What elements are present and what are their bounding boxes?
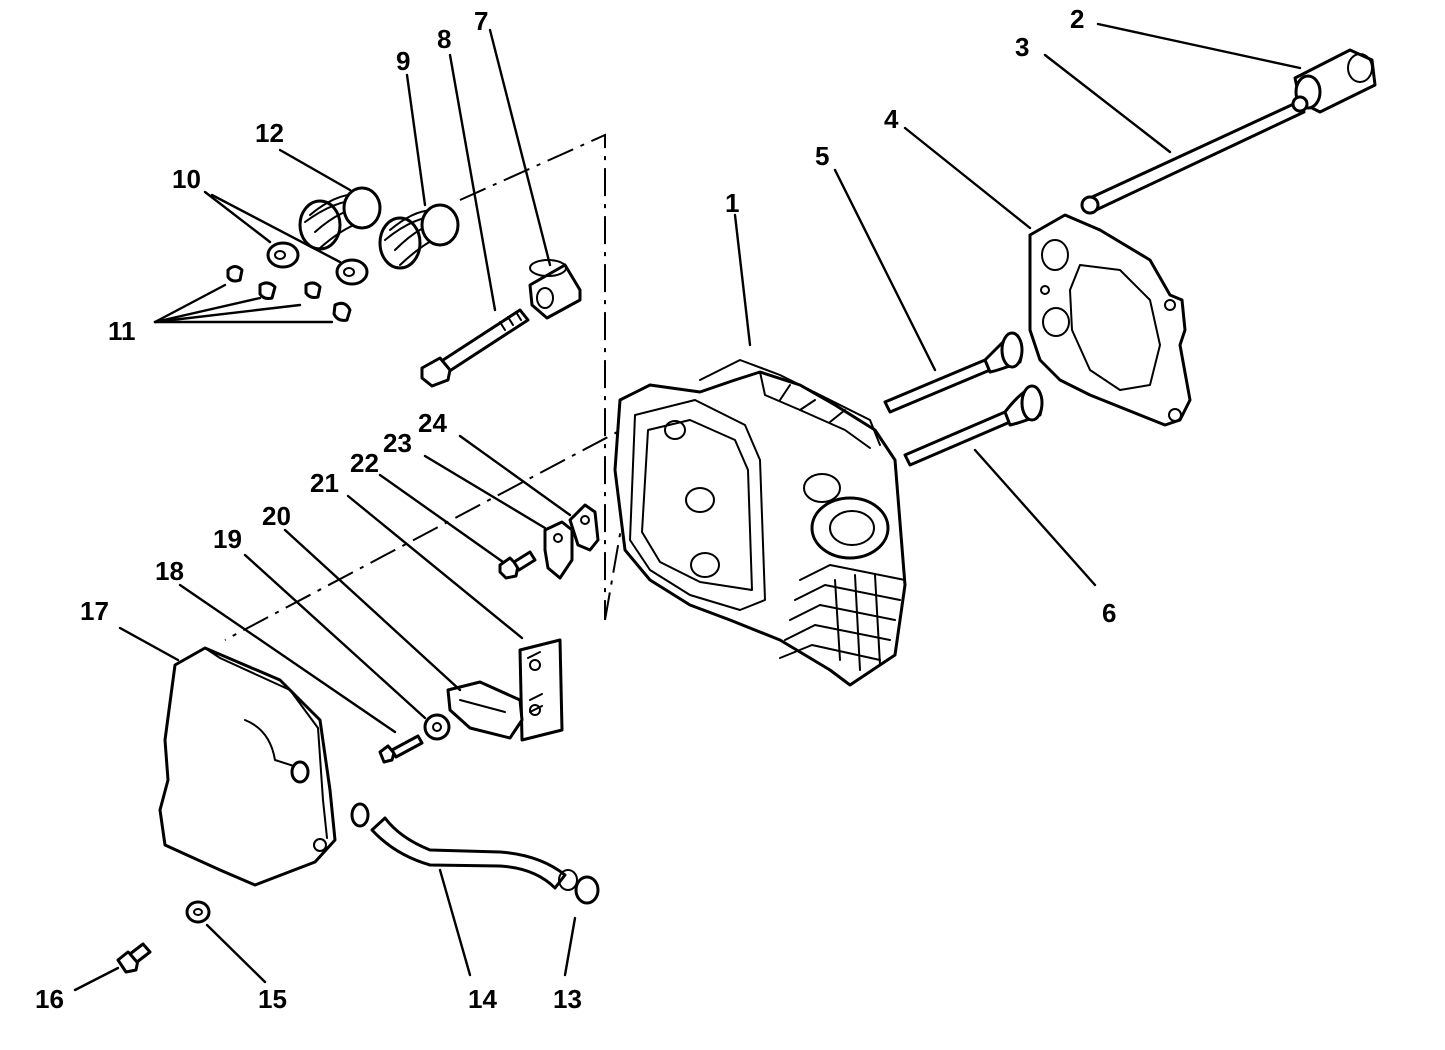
callout-15: 15 [258,984,287,1014]
callout-9: 9 [396,46,410,76]
valve-keepers [226,265,352,322]
callout-24: 24 [418,408,447,438]
washer-15 [185,900,211,924]
callout-11: 11 [108,316,136,346]
push-rod [1080,95,1309,215]
callout-8: 8 [437,24,451,54]
head-gasket [1028,213,1192,427]
callout-14: 14 [468,984,497,1014]
intake-valve [883,331,1024,414]
callout-7: 7 [474,6,488,36]
callout-21: 21 [310,468,339,498]
callout-23: 23 [383,428,412,458]
callout-4: 4 [884,104,899,134]
spring-retainers [266,241,369,286]
valve-cover [158,646,337,887]
valve-lifter [1293,48,1377,114]
callout-10: 10 [172,164,201,194]
callout-12: 12 [255,118,284,148]
screw-18 [378,734,424,764]
leader-lines [73,22,1302,992]
part-number-callouts: 2 3 4 5 1 6 7 8 9 12 10 11 24 23 22 21 2… [35,4,1116,1014]
breather-reed [446,680,524,740]
callout-22: 22 [350,448,379,478]
callout-18: 18 [155,556,184,586]
bolt-22 [498,550,537,580]
breather-hose [370,816,567,890]
valve-spring-12 [298,186,382,251]
breather-plate [518,638,564,742]
valve-spring-9 [378,203,460,270]
rocker-arm-23 [543,520,574,580]
bolt-16 [116,942,152,974]
callout-6: 6 [1102,598,1116,628]
rocker-arm-24 [568,503,600,552]
rocker-stud-bolt [420,308,530,388]
callout-5: 5 [815,141,829,171]
cylinder-head [613,359,907,687]
hose-clamps [350,802,600,905]
callout-13: 13 [553,984,582,1014]
callout-2: 2 [1070,4,1084,34]
callout-1: 1 [725,188,739,218]
washer-19 [423,713,451,741]
callout-16: 16 [35,984,64,1014]
exhaust-valve [903,384,1044,467]
callout-20: 20 [262,501,291,531]
callout-3: 3 [1015,32,1029,62]
callout-19: 19 [213,524,242,554]
valve-guide [528,259,582,320]
callout-17: 17 [80,596,109,626]
